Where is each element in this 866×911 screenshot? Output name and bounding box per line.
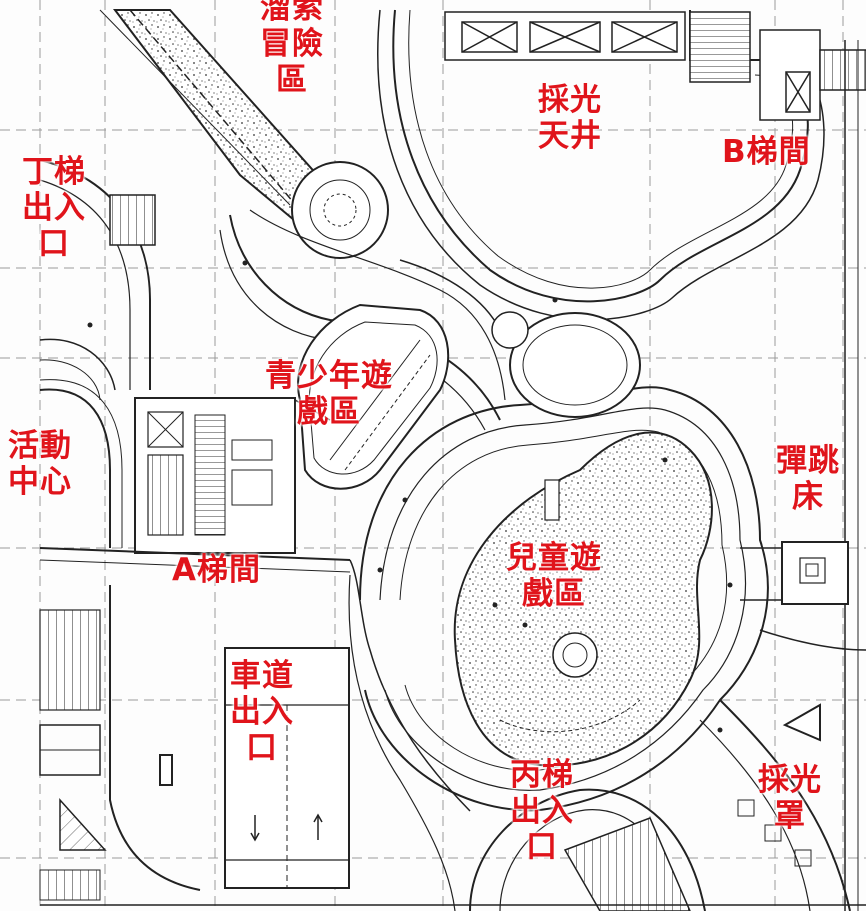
label-youth-play-area: 青少年遊 戲區 (265, 358, 393, 430)
parking-left (39, 585, 201, 901)
label-children-play-area: 兒童遊 戲區 (506, 540, 602, 612)
top-structures (444, 11, 866, 911)
d-stair (39, 159, 156, 401)
label-activity-center: 活動 中心 (8, 428, 72, 500)
label-a-stairwell: A梯間 (172, 552, 261, 588)
c-stair (469, 788, 706, 911)
label-driveway-entrance: 車道 出入 口 (230, 658, 294, 766)
youth-area-shape (297, 303, 450, 490)
label-c-stair-entrance: 丙梯 出入 口 (510, 757, 574, 865)
junction-circle (291, 161, 389, 259)
label-water-adventure-area: 溜索 冒險 區 (260, 0, 324, 98)
label-skylight-hood: 採光 罩 (758, 762, 822, 834)
activity-curve (39, 379, 351, 573)
trampoline-box (740, 541, 849, 605)
label-b-stairwell: B梯間 (722, 134, 811, 170)
driveway (224, 647, 350, 889)
lower-right-curves (699, 629, 866, 911)
children-area-inner (499, 479, 641, 733)
label-d-stair-entrance: 丁梯 出入 口 (22, 154, 86, 262)
label-trampoline: 彈跳 床 (776, 443, 840, 515)
bottom-corridor (40, 559, 866, 911)
markers (87, 260, 733, 733)
label-skylight-well: 採光 天井 (538, 82, 602, 154)
children-ring (359, 386, 769, 812)
middle-oval (491, 311, 641, 418)
a-stairwell-block (134, 397, 331, 554)
